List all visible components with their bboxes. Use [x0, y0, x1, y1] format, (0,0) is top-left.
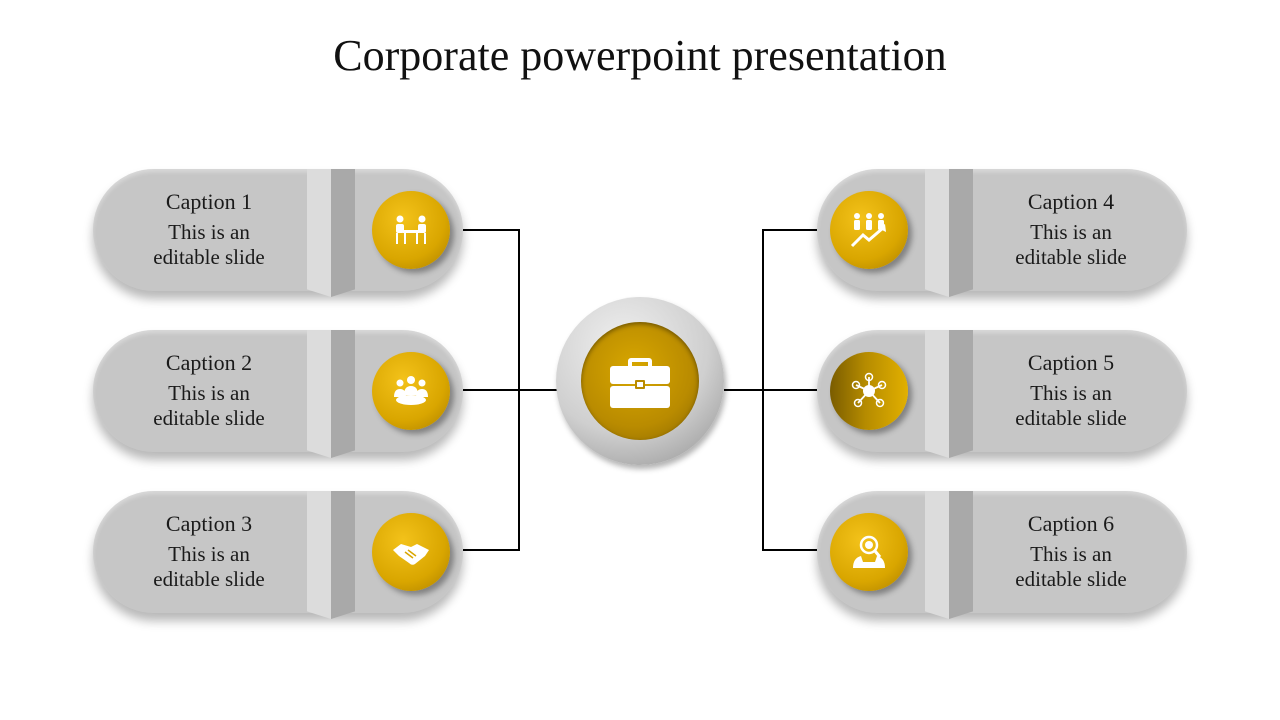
caption-text-2: Caption 2 This is an editable slide — [99, 350, 319, 431]
caption-card-3[interactable]: Caption 3 This is an editable slide — [93, 491, 463, 619]
fold-highlight — [925, 169, 949, 297]
fold-shadow — [949, 330, 973, 458]
handshake-icon — [372, 513, 450, 591]
caption-line1: This is an — [1030, 381, 1112, 405]
caption-line2: editable slide — [1015, 406, 1127, 430]
fold-highlight — [925, 491, 949, 619]
fold-highlight — [307, 330, 331, 458]
caption-card-2[interactable]: Caption 2 This is an editable slide — [93, 330, 463, 458]
caption-line2: editable slide — [1015, 567, 1127, 591]
fold-shadow — [949, 491, 973, 619]
caption-line2: editable slide — [153, 406, 265, 430]
caption-title: Caption 3 — [165, 511, 253, 536]
caption-line1: This is an — [168, 381, 250, 405]
caption-title: Caption 5 — [1027, 350, 1115, 375]
slide-title: Corporate powerpoint presentation — [333, 31, 947, 80]
caption-text-3: Caption 3 This is an editable slide — [99, 511, 319, 592]
caption-title: Caption 6 — [1027, 511, 1115, 536]
caption-title: Caption 4 — [1027, 189, 1115, 214]
caption-card-4[interactable]: Caption 4 This is an editable slide — [817, 169, 1187, 297]
caption-line2: editable slide — [153, 567, 265, 591]
fold-highlight — [307, 169, 331, 297]
caption-title: Caption 2 — [165, 350, 253, 375]
fold-shadow — [331, 491, 355, 619]
caption-card-1[interactable]: Caption 1 This is an editable slide — [93, 169, 463, 297]
fold-shadow — [331, 169, 355, 297]
fold-shadow — [331, 330, 355, 458]
caption-line2: editable slide — [1015, 245, 1127, 269]
caption-text-5: Caption 5 This is an editable slide — [961, 350, 1181, 431]
hub-inner — [581, 322, 699, 440]
caption-line1: This is an — [1030, 542, 1112, 566]
network-icon — [830, 352, 908, 430]
caption-line1: This is an — [168, 542, 250, 566]
caption-line1: This is an — [1030, 220, 1112, 244]
team-group-icon — [372, 352, 450, 430]
caption-text-6: Caption 6 This is an editable slide — [961, 511, 1181, 592]
growth-team-icon — [830, 191, 908, 269]
center-hub[interactable] — [556, 297, 724, 465]
briefcase-icon — [610, 358, 670, 408]
caption-title: Caption 1 — [165, 189, 253, 214]
caption-card-6[interactable]: Caption 6 This is an editable slide — [817, 491, 1187, 619]
meeting-table-icon — [372, 191, 450, 269]
caption-card-5[interactable]: Caption 5 This is an editable slide — [817, 330, 1187, 458]
caption-text-1: Caption 1 This is an editable slide — [99, 189, 319, 270]
caption-line1: This is an — [168, 220, 250, 244]
caption-line2: editable slide — [153, 245, 265, 269]
caption-text-4: Caption 4 This is an editable slide — [961, 189, 1181, 270]
fold-highlight — [307, 491, 331, 619]
fold-highlight — [925, 330, 949, 458]
user-search-icon — [830, 513, 908, 591]
fold-shadow — [949, 169, 973, 297]
